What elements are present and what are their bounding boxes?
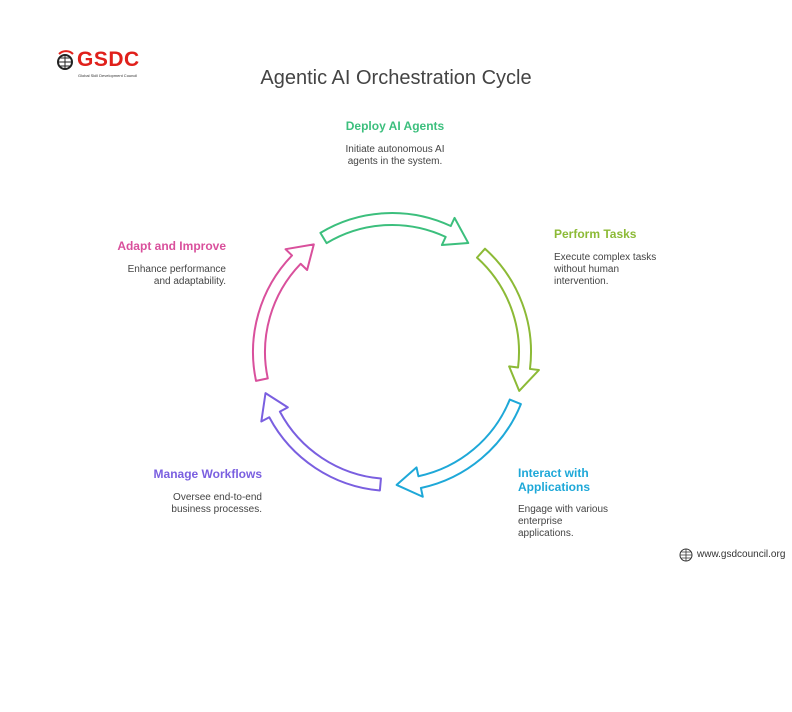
arrow-perform xyxy=(475,247,540,392)
website-link[interactable]: www.gsdcouncil.org xyxy=(697,549,786,560)
arrow-interact xyxy=(395,398,522,498)
arrow-adapt xyxy=(252,243,315,382)
step-label-adapt: Adapt and Improve xyxy=(117,239,226,253)
step-desc-interact: Engage with various enterprise applicati… xyxy=(518,504,609,539)
gsdc-logo: GSDC Global Skill Development Council xyxy=(55,48,145,80)
logo-name: GSDC xyxy=(77,48,140,71)
logo-tagline: Global Skill Development Council xyxy=(78,73,138,78)
step-label-deploy: Deploy AI Agents xyxy=(345,119,445,133)
step-label-perform: Perform Tasks xyxy=(554,227,637,241)
arrow-deploy xyxy=(319,212,470,247)
step-desc-manage: Oversee end-to-end business processes. xyxy=(171,492,262,515)
step-desc-perform: Execute complex tasks without human inte… xyxy=(554,252,657,287)
diagram-title: Agentic AI Orchestration Cycle xyxy=(260,67,532,89)
arrow-manage xyxy=(260,392,382,492)
step-desc-deploy: Initiate autonomous AI agents in the sys… xyxy=(345,144,445,167)
footer-website[interactable]: www.gsdcouncil.org xyxy=(679,548,785,562)
globe-logo-icon xyxy=(57,50,74,70)
step-desc-adapt: Enhance performance and adaptability. xyxy=(127,264,226,287)
step-label-manage: Manage Workflows xyxy=(153,467,262,481)
step-label-interact: Interact with Applications xyxy=(518,466,591,494)
globe-icon xyxy=(679,548,693,562)
